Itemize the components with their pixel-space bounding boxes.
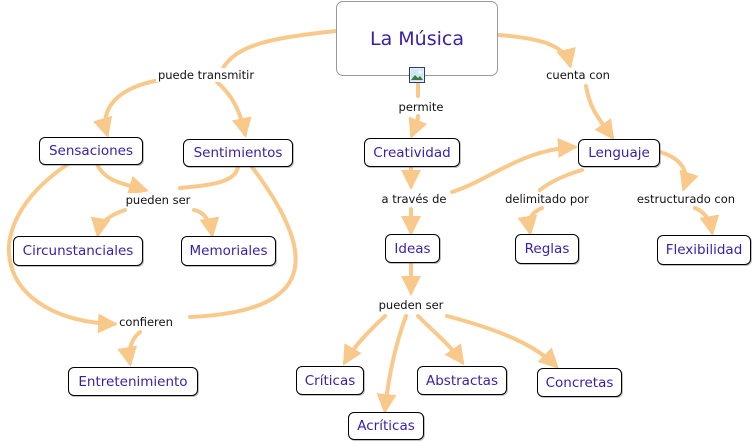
concept-lenguaje[interactable]: Lenguaje — [578, 139, 660, 167]
concept-label: Críticas — [304, 372, 356, 389]
link-lenguaje-estructurado — [658, 150, 699, 192]
link-delimitado-reglas — [517, 206, 544, 236]
concept-criticas[interactable]: Críticas — [296, 366, 364, 395]
link-confieren-entretenimiento — [117, 330, 142, 367]
concept-reglas[interactable]: Reglas — [515, 234, 579, 264]
concept-sensaciones[interactable]: Sensaciones — [39, 137, 143, 165]
label-puede-transmitir: puede transmitir — [155, 68, 257, 82]
root-concept-la-musica[interactable]: La Música — [336, 1, 498, 76]
label-delimitado-por: delimitado por — [503, 192, 591, 206]
link-root-cuenta-con — [496, 33, 576, 69]
concept-label: Memoriales — [189, 243, 268, 259]
link-pueden-ser-abstractas — [416, 314, 465, 366]
label-pueden-ser-2: pueden ser — [376, 298, 446, 312]
concept-acriticas[interactable]: Acríticas — [348, 412, 424, 440]
concept-ideas[interactable]: Ideas — [385, 234, 440, 263]
link-pueden-ser-criticas — [342, 314, 387, 366]
concept-label: Circunstanciales — [22, 243, 134, 259]
concept-label: Acríticas — [357, 418, 415, 434]
concept-label: Entretenimiento — [78, 373, 188, 390]
link-lenguaje-delimitado — [538, 168, 584, 192]
concept-label: Creatividad — [373, 144, 451, 161]
link-pueden-ser-acriticas — [376, 314, 408, 414]
concept-creatividad[interactable]: Creatividad — [364, 138, 460, 167]
concept-label: Lenguaje — [588, 145, 650, 161]
concept-abstractas[interactable]: Abstractas — [417, 366, 507, 395]
label-pueden-ser-1: pueden ser — [123, 193, 193, 207]
link-cuenta-con-lenguaje — [584, 84, 615, 141]
concept-flexibilidad[interactable]: Flexibilidad — [657, 235, 751, 265]
link-sentimientos-pueden-ser — [178, 165, 240, 190]
link-a-traves-lenguaje — [450, 137, 578, 194]
concept-label: Sentimientos — [193, 145, 283, 161]
link-pueden-ser-concretas — [445, 314, 559, 369]
root-concept-label: La Música — [370, 27, 464, 50]
label-cuenta-con: cuenta con — [544, 68, 612, 82]
link-sensaciones-confieren — [7, 162, 118, 334]
concept-label: Ideas — [394, 240, 431, 257]
link-root-puede-transmitir — [220, 29, 338, 72]
link-transmitir-sensaciones — [92, 78, 162, 138]
link-sensaciones-pueden-ser — [95, 162, 149, 195]
concept-concretas[interactable]: Concretas — [537, 368, 622, 397]
link-pueden-ser-memoriales — [192, 208, 220, 238]
concept-memoriales[interactable]: Memoriales — [181, 236, 276, 266]
label-a-traves-de: a través de — [379, 192, 449, 206]
label-confieren: confieren — [117, 315, 175, 329]
concept-label: Abstractas — [426, 372, 498, 389]
concept-label: Flexibilidad — [665, 242, 743, 258]
concept-circunstanciales[interactable]: Circunstanciales — [13, 236, 143, 266]
concept-label: Concretas — [545, 374, 614, 391]
link-permite-creatividad — [408, 114, 428, 139]
link-sentimientos-confieren — [188, 165, 298, 319]
image-icon[interactable] — [409, 67, 425, 83]
label-estructurado-con: estructurado con — [634, 192, 738, 206]
link-pueden-ser-circunstanciales — [90, 208, 127, 238]
label-permite: permite — [396, 100, 446, 114]
concept-label: Reglas — [524, 241, 570, 257]
concept-label: Sensaciones — [48, 143, 134, 159]
link-estructurado-flexibilidad — [693, 206, 720, 236]
link-transmitir-sentimientos — [215, 80, 252, 138]
concept-entretenimiento[interactable]: Entretenimiento — [68, 367, 198, 396]
concept-sentimientos[interactable]: Sentimientos — [183, 139, 293, 167]
